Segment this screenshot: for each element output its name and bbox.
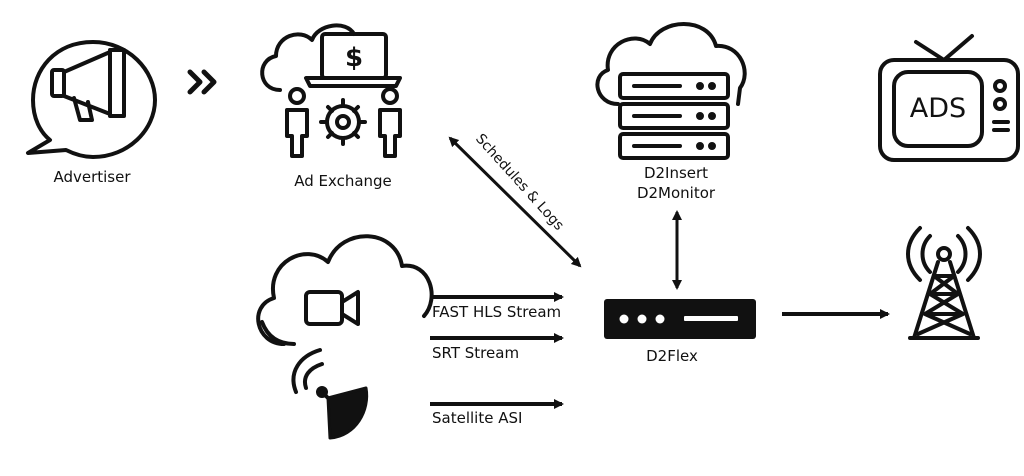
d2flex-label: D2Flex	[646, 347, 698, 365]
srt-label: SRT Stream	[432, 344, 520, 362]
satellite-asi-label: Satellite ASI	[432, 409, 523, 427]
d2flex-device-lights	[619, 314, 738, 324]
megaphone-speech-icon	[26, 40, 157, 159]
advertiser-label: Advertiser	[53, 168, 131, 186]
chevron-right-icon	[187, 69, 217, 95]
tv-ads-icon	[878, 34, 1020, 162]
satellite-dish-body	[326, 386, 369, 440]
cloud-server-icon	[595, 22, 747, 160]
cloud-video-icon	[256, 234, 434, 346]
satellite-dish-icon	[291, 348, 336, 406]
ad-exchange-icon	[260, 23, 402, 158]
tv-ads-text: ADS	[909, 93, 967, 124]
broadcast-tower-icon	[906, 226, 982, 340]
d2insert-label: D2Insert	[643, 164, 709, 182]
dollar-sign-glyph: $	[345, 43, 363, 73]
d2monitor-label: D2Monitor	[636, 184, 716, 202]
ad-exchange-label: Ad Exchange	[294, 172, 392, 190]
schedules-logs-arrow	[448, 136, 582, 268]
d2flex-device-icon	[604, 299, 756, 339]
fast-hls-label: FAST HLS Stream	[432, 303, 562, 321]
